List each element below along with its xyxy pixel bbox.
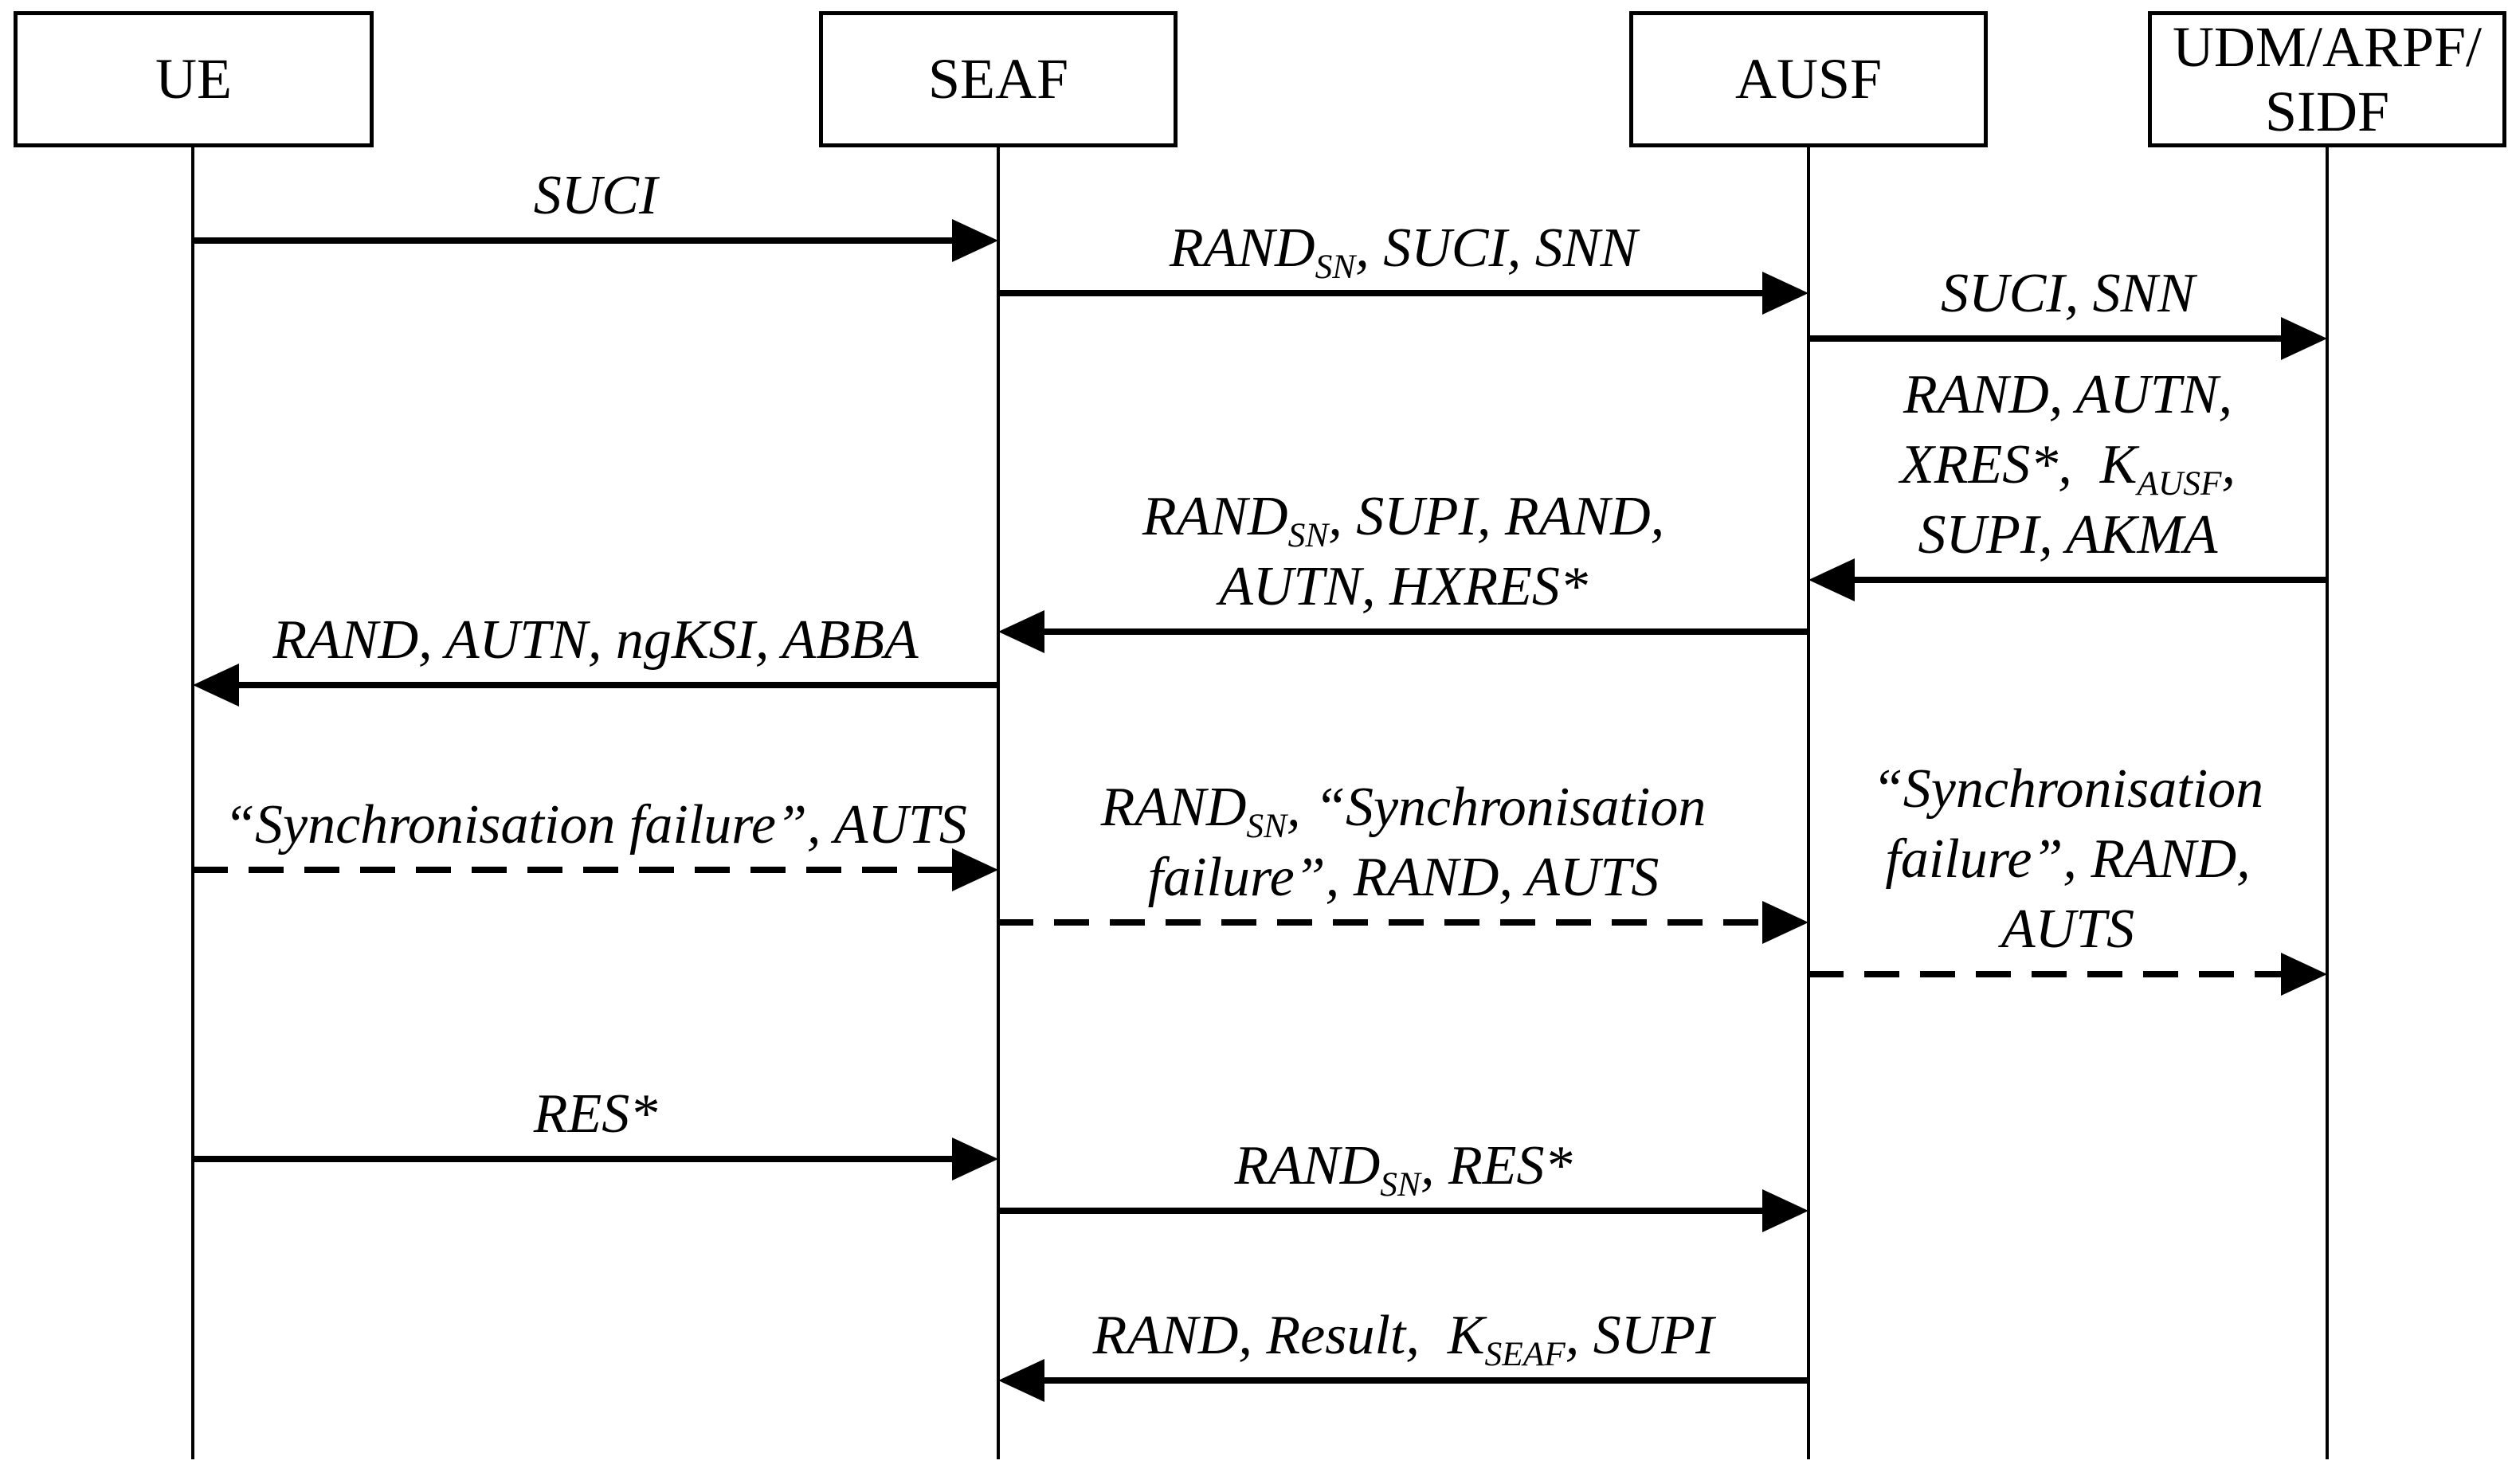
message-label: RAND, AUTN,XRES*, KAUSF,SUPI, AKMA (1899, 364, 2236, 566)
actor-label-udm-arpf-sidf: UDM/ARPF/SIDF (2172, 14, 2483, 143)
actor-label-ue: UE (155, 47, 232, 112)
message-arrowhead (1809, 558, 1855, 601)
message-arrow-line (1040, 1377, 1809, 1384)
message-arrowhead (1762, 272, 1809, 315)
message-arrow-line (193, 237, 957, 244)
message-arrowhead (998, 1359, 1044, 1402)
message-label: RAND, AUTN, ngKSI, ABBA (272, 609, 919, 671)
message-arrow-line (1040, 628, 1809, 635)
message-label: “Synchronisation failure”, AUTS (224, 794, 967, 856)
message-arrowhead (952, 1137, 998, 1181)
message-arrow-line (998, 290, 1767, 296)
actor-label-seaf: SEAF (927, 47, 1069, 112)
message-label: RANDSN, RES* (1234, 1135, 1573, 1204)
actor-label-ausf: AUSF (1734, 47, 1883, 112)
message-label: RAND, Result, KSEAF, SUPI (1092, 1305, 1714, 1373)
message-label: SUCI (533, 165, 658, 226)
message-arrowhead (1762, 1189, 1809, 1232)
message-arrowhead (1762, 901, 1809, 944)
actor-box-udm-arpf-sidf: UDM/ARPF/SIDF (2148, 11, 2506, 147)
actor-box-ausf: AUSF (1629, 11, 1988, 147)
lifeline-ausf (1807, 147, 1810, 1459)
message-arrow-line (1809, 971, 2286, 977)
message-arrow-line (998, 1208, 1767, 1214)
message-arrowhead (193, 664, 239, 707)
actor-box-ue: UE (14, 11, 374, 147)
message-arrow-line (193, 867, 957, 873)
message-arrowhead (998, 610, 1044, 653)
message-arrowhead (2281, 953, 2327, 996)
message-arrowhead (952, 848, 998, 891)
message-arrowhead (952, 219, 998, 262)
lifeline-seaf (997, 147, 1000, 1459)
message-arrow-line (234, 682, 998, 688)
message-label: RANDSN, SUPI, RAND,AUTN, HXRES* (1142, 486, 1665, 617)
lifeline-ue (191, 147, 194, 1459)
message-arrow-line (998, 919, 1767, 926)
message-label: RES* (533, 1083, 658, 1145)
message-label: RANDSN, SUCI, SNN (1169, 217, 1638, 286)
lifeline-udm-arpf-sidf (2326, 147, 2329, 1459)
message-arrowhead (2281, 317, 2327, 360)
message-arrow-line (193, 1156, 957, 1162)
actor-box-seaf: SEAF (819, 11, 1178, 147)
message-arrow-line (1850, 577, 2327, 583)
message-label: SUCI, SNN (1941, 263, 2195, 324)
message-arrow-line (1809, 335, 2286, 342)
